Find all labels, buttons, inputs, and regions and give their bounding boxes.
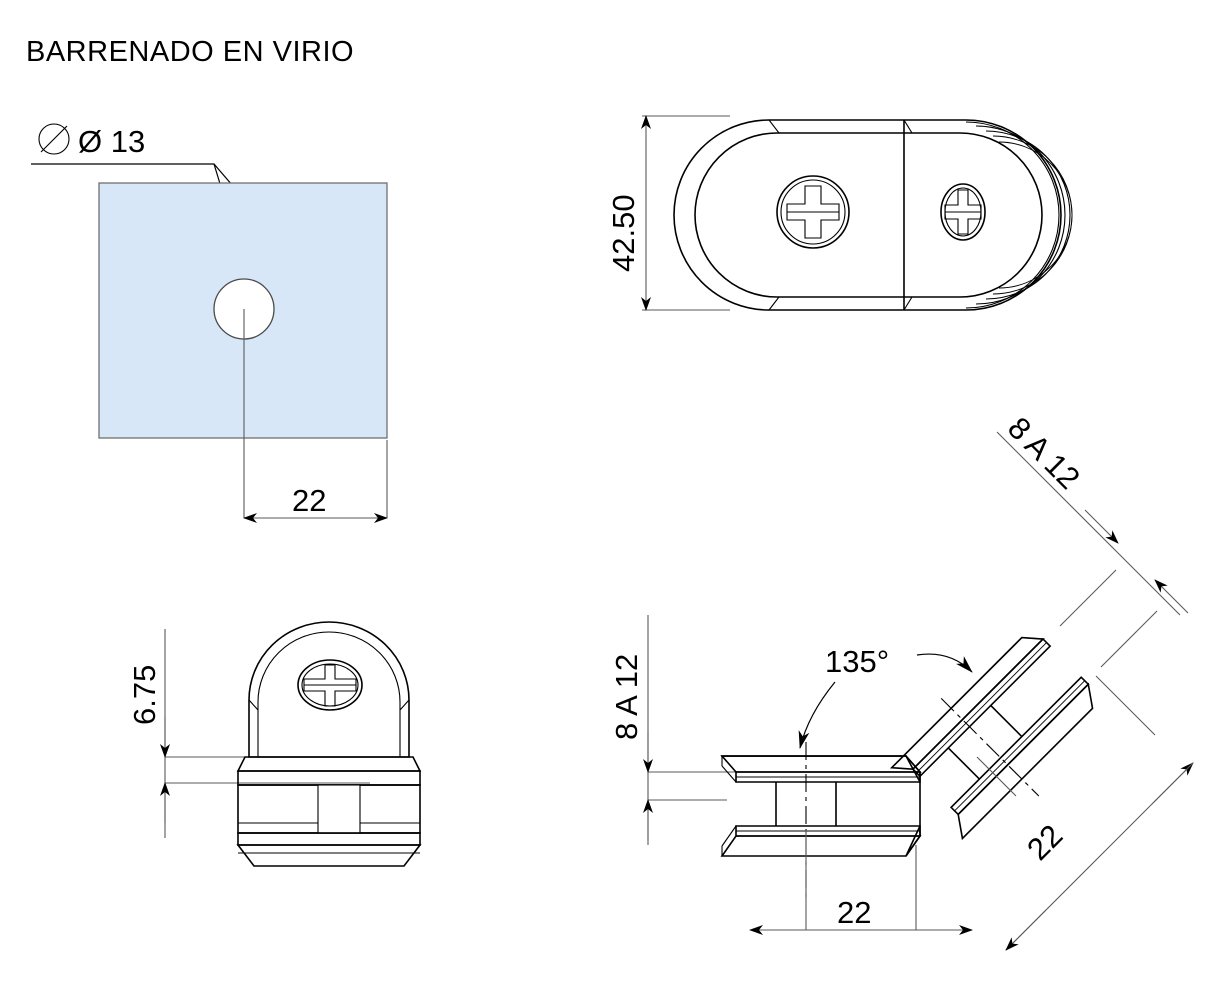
extension-line-a	[976, 756, 1017, 797]
view-front: 6.75	[127, 621, 422, 867]
corner-joint	[905, 755, 921, 857]
dimension-value: 22	[837, 895, 871, 930]
back-cover-arc-4	[992, 135, 1073, 295]
dome-chamfer-left	[248, 699, 259, 711]
dimension-4250-height: 42.50	[606, 115, 730, 311]
angle-leader-right	[916, 653, 973, 673]
dome-chamfer-right	[399, 699, 410, 711]
clamp-dome-body	[248, 621, 410, 758]
dimension-value: 22	[1020, 818, 1069, 867]
angle-label-group: 135°	[798, 644, 973, 749]
upper-plate-left-chamfer	[721, 765, 737, 783]
gap-block-right	[990, 704, 1023, 738]
diameter-value: Ø 13	[78, 124, 145, 159]
base-foot	[236, 844, 422, 867]
diameter-symbol-icon	[38, 123, 70, 155]
page-title: BARRENADO EN VIRIO	[26, 36, 355, 68]
gap-block-left	[947, 747, 980, 780]
dimension-8a12-diagonal: 8 A 12	[996, 410, 1189, 668]
dimension-value: 6.75	[127, 665, 162, 725]
clamp-body-inner-face	[694, 132, 1043, 298]
back-cover-arc-2	[975, 125, 1066, 305]
upper-plate-top-face	[889, 636, 1045, 770]
dimension-value: 8 A 12	[1001, 410, 1087, 496]
dimension-22-diagonal: 22	[976, 675, 1194, 951]
lower-plate-bottom-face	[957, 682, 1094, 841]
chamfer-tick-bl	[768, 296, 780, 311]
screw-phillips-cross-icon	[786, 185, 840, 239]
upper-plate-top-face	[720, 755, 922, 773]
lower-plate-bottom-face	[720, 835, 922, 857]
diagonal-centerline	[940, 698, 1040, 797]
back-cover-arc-5	[998, 141, 1073, 289]
screw-phillips-cross-icon	[303, 664, 357, 707]
screw-phillips-cross-icon	[944, 189, 982, 235]
view-angle-135: 8 A 12 8 A 12 135°	[609, 410, 1194, 951]
screw-head-outer	[940, 183, 986, 241]
dimension-line-diagonal	[996, 431, 1181, 616]
horizontal-arm	[720, 742, 922, 900]
extension-line-a	[1059, 569, 1117, 627]
dimension-value: 42.50	[606, 194, 641, 272]
screw-head-outer	[297, 659, 363, 711]
extension-line-b	[1095, 675, 1156, 736]
dimension-22-edge-distance: 22	[243, 483, 388, 523]
lower-plate-groove	[954, 680, 1086, 812]
screw-front	[297, 659, 363, 711]
diameter-symbol-slash-icon	[40, 125, 68, 153]
upper-plate-right-chamfer	[1021, 637, 1044, 640]
screw-head-outer	[776, 175, 850, 249]
angle-value: 135°	[825, 644, 889, 679]
extension-line-b	[1100, 610, 1158, 668]
view-top: 42.50	[606, 115, 1073, 311]
dimension-value: 22	[292, 483, 326, 518]
diameter-label-group: Ø 13	[38, 123, 145, 159]
dimension-line-extend	[1149, 762, 1194, 807]
chamfer-tick-tm	[903, 119, 913, 134]
angle-leader-left	[798, 681, 836, 749]
lower-plate-left-chamfer	[721, 825, 737, 847]
view-glass-detail: Ø 13 22	[31, 123, 388, 523]
arrow-lower	[1005, 909, 1047, 951]
screw-head-inner	[780, 179, 846, 245]
chamfer-tick-bm	[903, 296, 913, 311]
dimension-8a12-vertical: 8 A 12	[609, 615, 737, 845]
diagonal-arm	[889, 636, 1094, 841]
arrow-upper	[1084, 509, 1119, 544]
dimension-22-bottom: 22	[749, 830, 973, 935]
arrow-lower	[1154, 579, 1189, 614]
back-cover-arc-3	[985, 130, 1071, 300]
dimension-value: 8 A 12	[609, 654, 644, 740]
screw-right	[940, 183, 986, 241]
base-band-3	[237, 832, 421, 846]
upper-plate-groove	[916, 642, 1047, 773]
screw-left	[776, 175, 850, 249]
back-cover-arc-1	[965, 121, 1060, 309]
clamp-body-outline	[673, 119, 1062, 311]
chamfer-tick-tl	[768, 119, 780, 134]
upper-plate-body	[911, 637, 1052, 778]
base-flange-top	[236, 756, 422, 772]
clamp-dome-inner	[257, 631, 401, 757]
base-center-notch	[317, 784, 361, 834]
